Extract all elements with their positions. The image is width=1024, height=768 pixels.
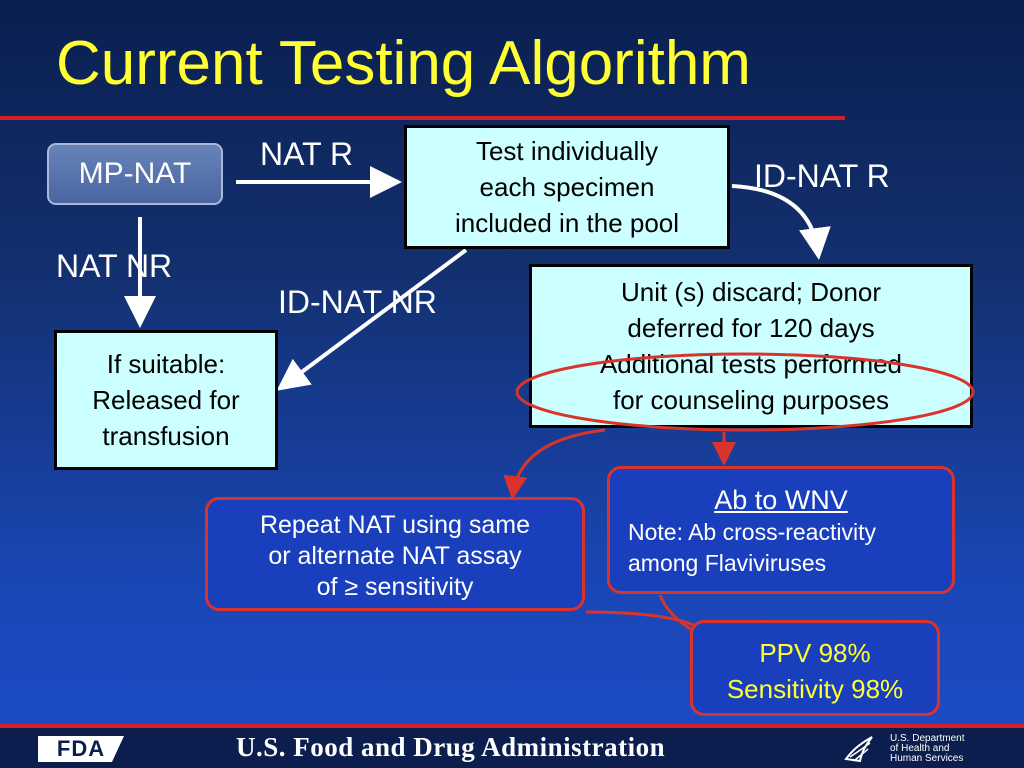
arrow-discard-to-repeat <box>503 428 606 500</box>
nat-r-label: NAT R <box>260 136 354 172</box>
id-nat-nr-label: ID-NAT NR <box>278 284 437 320</box>
released-box: If suitable: Released for transfusion <box>54 330 278 470</box>
released-line: transfusion <box>102 421 230 451</box>
footer-bar <box>0 728 1024 768</box>
slide-title: Current Testing Algorithm <box>56 29 751 98</box>
repeat-nat-line: of ≥ sensitivity <box>316 573 474 601</box>
counseling-highlight-ellipse <box>515 352 975 432</box>
arrow-test-to-discard <box>731 184 831 260</box>
hhs-name-line: Human Services <box>890 753 964 764</box>
released-line: Released for <box>92 385 240 415</box>
ab-wnv-title: Ab to WNV <box>714 485 848 515</box>
test-individually-line: each specimen <box>479 172 655 202</box>
title-divider <box>0 116 845 120</box>
ab-wnv-box: Ab to WNV Note: Ab cross-reactivity amon… <box>607 466 955 594</box>
ppv-line: Sensitivity 98% <box>726 674 904 704</box>
footer-divider <box>0 724 1024 728</box>
discard-line: for counseling purposes <box>612 385 890 415</box>
hhs-name: U.S. Department of Health and Human Serv… <box>890 734 964 764</box>
repeat-nat-line: or alternate NAT assay <box>268 542 522 570</box>
ab-wnv-note-line: among Flaviviruses <box>628 550 827 576</box>
hhs-name-line: of Health and <box>890 743 950 754</box>
released-line: If suitable: <box>106 349 226 379</box>
agency-name: U.S. Food and Drug Administration <box>236 732 666 762</box>
test-individually-box: Test individually each specimen included… <box>404 125 730 249</box>
ppv-box: PPV 98% Sensitivity 98% <box>690 620 940 716</box>
arrow-test-to-released <box>276 248 468 391</box>
fda-logo: FDA <box>38 736 124 762</box>
test-individually-line: Test individually <box>475 136 659 166</box>
repeat-nat-line: Repeat NAT using same <box>259 511 531 539</box>
mp-nat-box: MP-NAT <box>47 143 223 205</box>
ppv-line: PPV 98% <box>759 638 871 668</box>
repeat-nat-box: Repeat NAT using same or alternate NAT a… <box>205 497 585 611</box>
connector-ab-to-ppv <box>658 594 693 632</box>
nat-nr-label: NAT NR <box>56 248 173 284</box>
hhs-eagle-icon <box>844 736 873 763</box>
id-nat-r-label: ID-NAT R <box>754 158 890 194</box>
hhs-name-line: U.S. Department <box>890 733 965 744</box>
ab-wnv-note-line: Note: Ab cross-reactivity <box>628 519 876 545</box>
discard-box: Unit (s) discard; Donor deferred for 120… <box>529 264 973 428</box>
test-individually-line: included in the pool <box>454 208 680 238</box>
discard-line: Unit (s) discard; Donor <box>620 277 882 307</box>
discard-line: deferred for 120 days <box>627 313 875 343</box>
